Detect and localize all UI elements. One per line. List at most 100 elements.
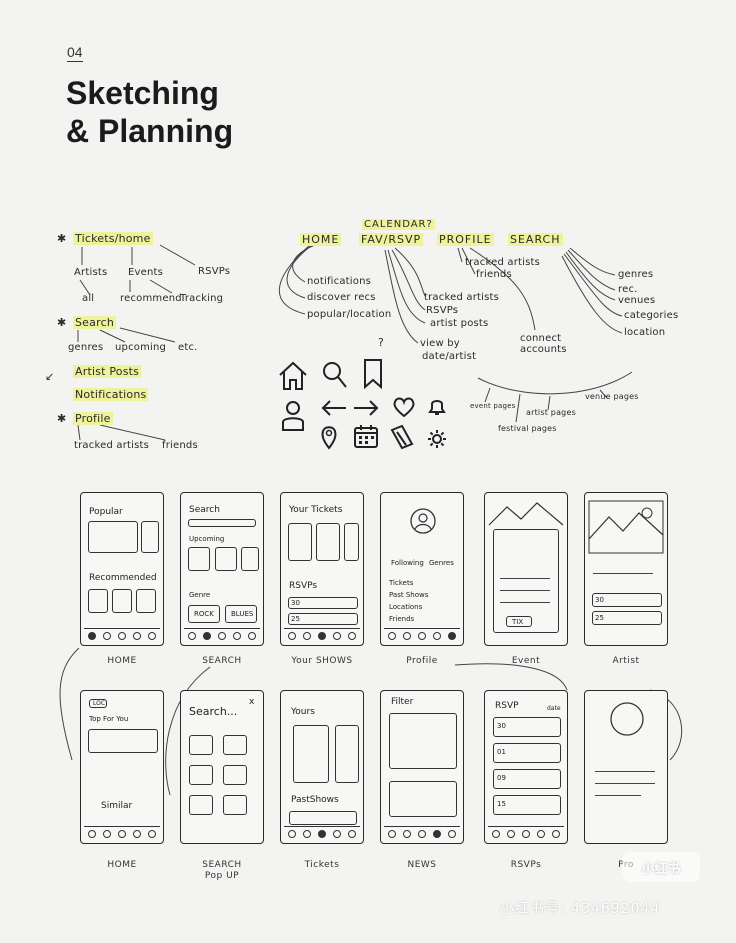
wireframe-label-rsvps: RSVPs — [510, 860, 542, 870]
wf-news-card — [389, 713, 457, 769]
wf-news-card — [389, 781, 457, 817]
location-pin-icon — [321, 426, 337, 450]
wf-rsvp-row: 30 — [288, 597, 358, 609]
icon-question-mark: ? — [378, 336, 385, 349]
section-number: 04 — [67, 44, 83, 62]
wireframe-label-search-popup: SEARCH — [202, 860, 242, 870]
fav-child-artist-posts: artist posts — [430, 318, 489, 329]
nav-profile: PROFILE — [437, 233, 494, 246]
node-rsvps: RSVPs — [198, 266, 231, 277]
wf-navbar — [384, 628, 460, 641]
nav-home: HOME — [300, 233, 342, 246]
user-icon — [282, 401, 304, 431]
wireframe-event: TIX — [484, 492, 568, 646]
wf-text-genres: Genres — [429, 559, 454, 567]
node-events: Events — [128, 267, 164, 278]
arrow-left-icon — [321, 400, 346, 416]
home-child-notifications: notifications — [307, 276, 372, 287]
wireframe-label-profile: Profile — [406, 656, 438, 666]
wf-text-upcoming: Upcoming — [189, 535, 225, 543]
wf-card — [223, 735, 247, 755]
wf-text-past-shows: Past Shows — [389, 591, 429, 599]
wf-text-locations: Locations — [389, 603, 423, 611]
wireframe-search: Search Upcoming Genre ROCK BLUES — [180, 492, 264, 646]
wf-loc-chip: LOC — [89, 699, 107, 708]
wf-text-date-25: 25 — [595, 614, 604, 622]
home-child-discover-recs: discover recs — [307, 292, 376, 303]
wireframe-label-your-shows: Your SHOWS — [291, 656, 353, 666]
wf-card — [112, 589, 132, 613]
node-tickets-home: Tickets/home — [73, 232, 153, 245]
wireframe-label-home-2: HOME — [107, 860, 137, 870]
wf-text-blues: BLUES — [231, 610, 254, 618]
wf-text-filter: Filter — [391, 697, 414, 707]
wf-navbar — [84, 826, 160, 839]
search-child-location: location — [624, 327, 666, 338]
wireframe-search-popup: Search... x — [180, 690, 264, 844]
close-icon: x — [249, 697, 255, 707]
wf-text-date-30: 30 — [291, 599, 300, 607]
wf-text-date-30: 30 — [595, 596, 604, 604]
node-genres: genres — [68, 342, 104, 353]
wf-text-recommended: Recommended — [89, 573, 157, 583]
wireframe-label-tickets: Tickets — [304, 860, 340, 870]
fav-child-view-by: view by — [420, 338, 460, 349]
wireframe-artist: 30 25 — [584, 492, 668, 646]
page-venue-pages: venue pages — [585, 392, 639, 401]
watermark-text: 小红书号: 434692044 — [500, 901, 661, 917]
wf-line — [593, 573, 653, 574]
profile-child-friends: friends — [476, 269, 512, 280]
wf-text-date-09: 09 — [497, 774, 506, 782]
watermark-badge: 小红书 — [622, 852, 700, 882]
wireframe-label-home: HOME — [107, 656, 137, 666]
arrow-right-icon — [354, 400, 379, 416]
wf-genre-chip: BLUES — [225, 605, 257, 623]
wireframe-label-news: NEWS — [407, 860, 437, 870]
node-artists: Artists — [74, 267, 108, 278]
ticket-icon — [390, 424, 414, 450]
node-upcoming: upcoming — [115, 342, 167, 353]
wf-past-show-row — [289, 811, 357, 825]
wf-avatar — [410, 508, 436, 534]
wf-text-following: Following — [391, 559, 424, 567]
wf-tix-button: TIX — [506, 616, 532, 627]
wf-line — [500, 602, 550, 603]
wf-text-loc: LOC — [93, 700, 106, 707]
node-friends: friends — [162, 440, 198, 451]
wf-card — [188, 547, 210, 571]
nav-calendar: CALENDAR? — [362, 219, 435, 230]
profile-child-connect: connect — [520, 333, 562, 344]
search-child-genres: genres — [618, 269, 654, 280]
wf-text-tix: TIX — [512, 618, 524, 626]
title-line-1: Sketching — [66, 75, 219, 111]
wireframe-label-event: Event — [511, 656, 541, 666]
fav-child-tracked-artists: tracked artists — [424, 292, 500, 303]
search-child-rec: rec. — [618, 284, 638, 295]
wf-text-top-for-you: Top For You — [89, 715, 129, 723]
wireframe-profile: Following Genres Tickets Past Shows Loca… — [380, 492, 464, 646]
page-artist-pages: artist pages — [526, 408, 576, 417]
wf-text-date: date — [547, 705, 561, 712]
wf-card — [189, 735, 213, 755]
wf-line — [595, 771, 655, 772]
wf-artist-image — [588, 500, 664, 554]
wf-text-search: Search — [189, 505, 220, 515]
wf-text-past-shows: PastShows — [291, 795, 339, 805]
wireframe-label-search-popup-2: Pop UP — [204, 871, 240, 881]
wf-line — [500, 578, 550, 579]
node-tracked-artists: tracked artists — [74, 440, 150, 451]
node-profile: Profile — [73, 412, 113, 425]
tree-marker-star-3: ✱ — [57, 412, 67, 425]
wf-card — [223, 795, 247, 815]
wf-navbar — [284, 628, 360, 641]
wf-text-search-placeholder: Search... — [189, 705, 238, 718]
node-all: all — [82, 293, 95, 304]
wf-text-yours: Yours — [291, 707, 315, 717]
wf-text-tickets: Tickets — [389, 579, 414, 587]
home-child-popular-location: popular/location — [307, 309, 392, 320]
node-notifications: Notifications — [73, 388, 149, 401]
wf-text-rsvp: RSVP — [495, 701, 519, 711]
wireframe-label-artist: Artist — [612, 656, 640, 666]
wf-rsvp-row: 01 — [493, 743, 561, 763]
